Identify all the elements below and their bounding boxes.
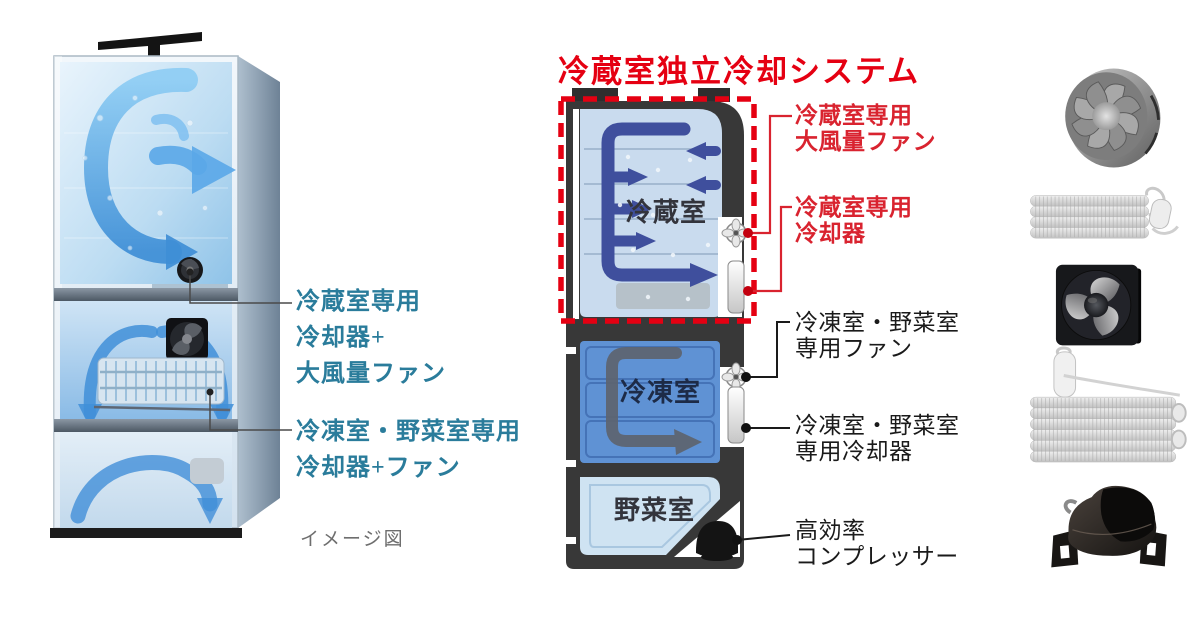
- callout-freezer-veg-cooler: 冷凍室・野菜室 専用冷却器: [795, 412, 960, 464]
- fridge-airflow-arrows: [601, 122, 721, 287]
- condensation-droplets: [82, 95, 208, 251]
- callout-line: 大風量ファン: [795, 128, 936, 154]
- callout-line: 高効率: [795, 517, 866, 543]
- evaporator-large-icon: [1030, 346, 1187, 463]
- evaporator-small-icon: [1030, 186, 1179, 239]
- axial-fan-photo: [1052, 262, 1146, 350]
- callout-line: 専用ファン: [795, 335, 913, 361]
- callout-line: 冷蔵室専用: [795, 102, 913, 128]
- turbo-fan-icon: [1065, 68, 1161, 168]
- label-freezer-veg-cooler-fan: 冷凍室・野菜室専用 冷却器+ファン: [296, 414, 521, 486]
- compressor-schematic-icon: [696, 521, 738, 561]
- diagram-title: 冷蔵室独立冷却システム: [558, 54, 921, 89]
- evaporator-small-photo: [1026, 180, 1186, 244]
- compartment-label-veg: 野菜室: [614, 495, 696, 525]
- freezer-fan-icon: [166, 318, 208, 360]
- callout-line: 冷却器: [795, 220, 866, 246]
- fridge-dedicated-cooler-icon: [727, 260, 745, 314]
- independent-cooling-highlight-border: [558, 96, 757, 324]
- label-line: 冷却器+: [296, 325, 386, 351]
- callout-compressor: 高効率 コンプレッサー: [795, 517, 959, 569]
- fridge-3d-art-icon: [50, 32, 280, 538]
- freezer-evaporator-icon: [93, 357, 231, 412]
- fridge-3d-illustration: [40, 28, 290, 563]
- callout-line: コンプレッサー: [795, 543, 959, 569]
- label-line: 冷却器+ファン: [296, 455, 461, 481]
- callout-freezer-veg-fan: 冷凍室・野菜室 専用ファン: [795, 309, 960, 361]
- turbo-fan-photo: [1052, 62, 1168, 174]
- label-line: 冷蔵室専用: [296, 289, 421, 315]
- callout-fridge-cooler: 冷蔵室専用 冷却器: [795, 194, 913, 246]
- axial-fan-icon: [1055, 264, 1142, 346]
- compartment-label-freezer: 冷凍室: [620, 377, 702, 407]
- callout-line: 専用冷却器: [795, 438, 913, 464]
- evaporator-large-photo: [1024, 346, 1192, 464]
- fridge-schematic: [558, 85, 758, 585]
- freezer-airflow-arrow: [606, 347, 702, 455]
- callout-line: 冷凍室・野菜室: [795, 412, 960, 438]
- fridge-schematic-art-icon: [558, 88, 757, 569]
- image-caption: イメージ図: [300, 529, 405, 550]
- compressor-photo: [1046, 474, 1174, 576]
- label-line: 大風量ファン: [296, 361, 446, 387]
- callout-line: 冷蔵室専用: [795, 194, 913, 220]
- compressor-icon: [1051, 485, 1167, 568]
- callout-fridge-fan: 冷蔵室専用 大風量ファン: [795, 102, 936, 154]
- fridge-fan-icon: [177, 257, 203, 283]
- label-line: 冷凍室・野菜室専用: [296, 419, 521, 445]
- freezer-veg-cooler-icon: [727, 386, 745, 444]
- compartment-label-fridge: 冷蔵室: [626, 197, 708, 227]
- chill-case: [616, 283, 710, 309]
- callout-line: 冷凍室・野菜室: [795, 309, 960, 335]
- droplets: [617, 154, 711, 302]
- label-fridge-cooler-fan: 冷蔵室専用 冷却器+ 大風量ファン: [296, 284, 446, 392]
- veg-case-hint: [190, 458, 224, 484]
